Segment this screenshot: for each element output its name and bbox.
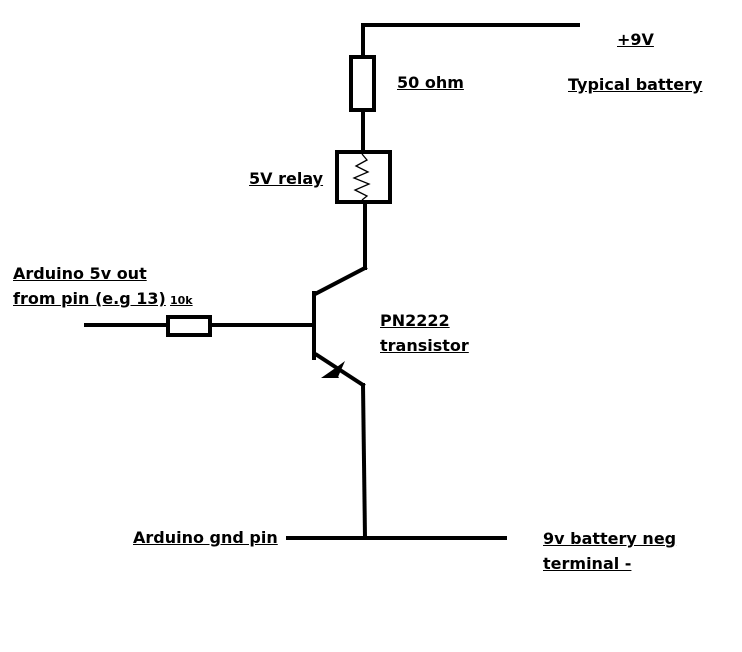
label-arduino-out-line1: Arduino 5v out xyxy=(13,264,147,283)
resistor-50-ohm xyxy=(349,55,376,112)
label-arduino-gnd: Arduino gnd pin xyxy=(133,528,278,547)
label-arduino-out-line2: from pin (e.g 13) xyxy=(13,289,166,308)
resistor-10k xyxy=(166,315,212,337)
label-battery-neg-line1: 9v battery neg xyxy=(543,529,677,548)
label-base-resistor: 10k xyxy=(170,294,193,307)
emitter-arrow-icon xyxy=(321,360,347,378)
emitter-to-ground-wire xyxy=(360,382,368,541)
label-typical-battery: Typical battery xyxy=(568,75,703,94)
label-plus-9v: +9V xyxy=(617,30,654,49)
label-battery-neg-line2: terminal - xyxy=(543,554,632,573)
label-transistor-line2: transistor xyxy=(380,336,469,355)
label-relay: 5V relay xyxy=(249,169,324,188)
transistor-collector xyxy=(314,265,368,296)
label-transistor-line1: PN2222 xyxy=(380,311,450,330)
label-resistor-50-ohm: 50 ohm xyxy=(397,73,464,92)
relay-coil-icon xyxy=(352,153,371,201)
